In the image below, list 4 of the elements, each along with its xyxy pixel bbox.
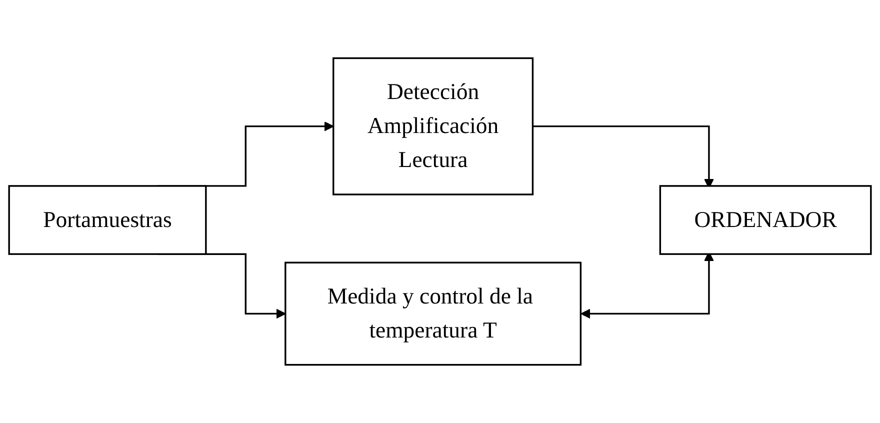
node-box: Portamuestras [8, 185, 207, 255]
node-box: Medida y control de la temperatura T [284, 262, 582, 366]
node-box: ORDENADOR [659, 185, 872, 255]
node-box: Detección Amplificación Lectura [332, 57, 534, 196]
